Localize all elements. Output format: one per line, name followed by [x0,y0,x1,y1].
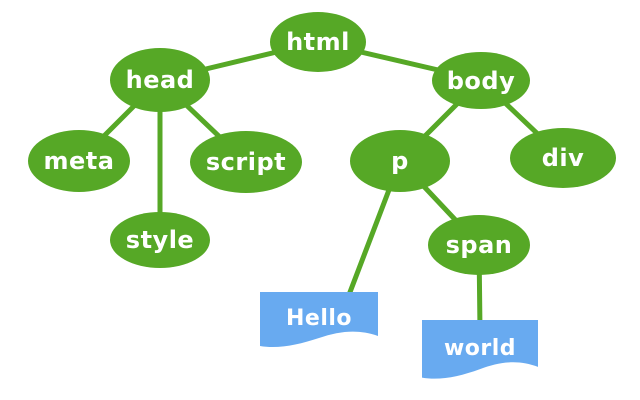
node-html: html [270,12,366,72]
node-html-label: html [286,28,350,56]
node-p-label: p [391,147,409,175]
node-style-label: style [125,226,195,254]
node-meta: meta [28,130,130,192]
node-div-label: div [541,144,585,172]
text-node-world: world [422,320,538,384]
text-node-flag-shape [260,292,378,348]
text-node-world-label: world [443,335,517,361]
node-span: span [428,215,530,275]
node-script: script [190,131,302,193]
node-head: head [110,48,210,112]
node-span-label: span [445,231,513,259]
text-node-flag-shape [422,320,538,379]
node-p: p [350,130,450,192]
node-head-label: head [125,66,195,94]
text-node-hello-label: Hello [285,305,353,331]
node-body: body [432,52,530,109]
node-div: div [510,128,616,188]
node-script-label: script [205,148,287,176]
node-body-label: body [446,66,516,95]
node-style: style [110,212,210,268]
text-node-hello: Hello [260,292,378,352]
node-meta-label: meta [43,147,115,175]
